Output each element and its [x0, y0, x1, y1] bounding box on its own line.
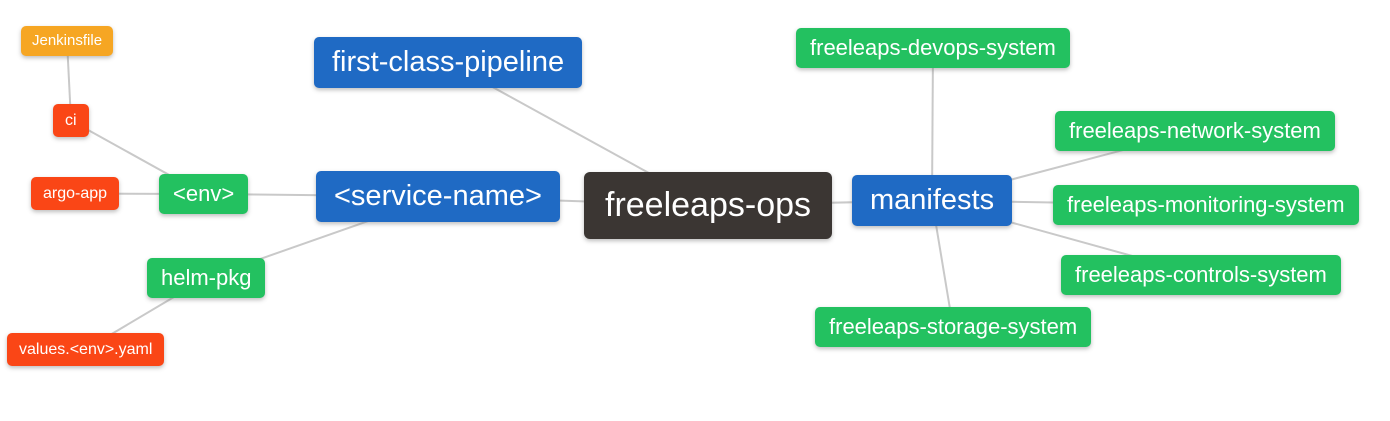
node-freeleaps-storage-system[interactable]: freeleaps-storage-system — [815, 307, 1092, 348]
node-first-class-pipeline[interactable]: first-class-pipeline — [314, 37, 583, 88]
node-argo-app[interactable]: argo-app — [31, 177, 120, 211]
node-service-name[interactable]: <service-name> — [316, 171, 560, 222]
node-ci[interactable]: ci — [53, 104, 89, 138]
node-freeleaps-devops-system[interactable]: freeleaps-devops-system — [796, 28, 1070, 69]
node-values-env-yaml[interactable]: values.<env>.yaml — [7, 333, 165, 367]
node-helm-pkg[interactable]: helm-pkg — [147, 258, 266, 299]
node-freeleaps-monitoring-system[interactable]: freeleaps-monitoring-system — [1053, 185, 1359, 226]
node-freeleaps-network-system[interactable]: freeleaps-network-system — [1055, 111, 1335, 152]
node-jenkinsfile[interactable]: Jenkinsfile — [21, 26, 114, 56]
node-env[interactable]: <env> — [159, 174, 249, 215]
node-freeleaps-controls-system[interactable]: freeleaps-controls-system — [1061, 255, 1341, 296]
node-manifests[interactable]: manifests — [852, 175, 1013, 226]
node-freeleaps-ops[interactable]: freeleaps-ops — [584, 172, 833, 239]
